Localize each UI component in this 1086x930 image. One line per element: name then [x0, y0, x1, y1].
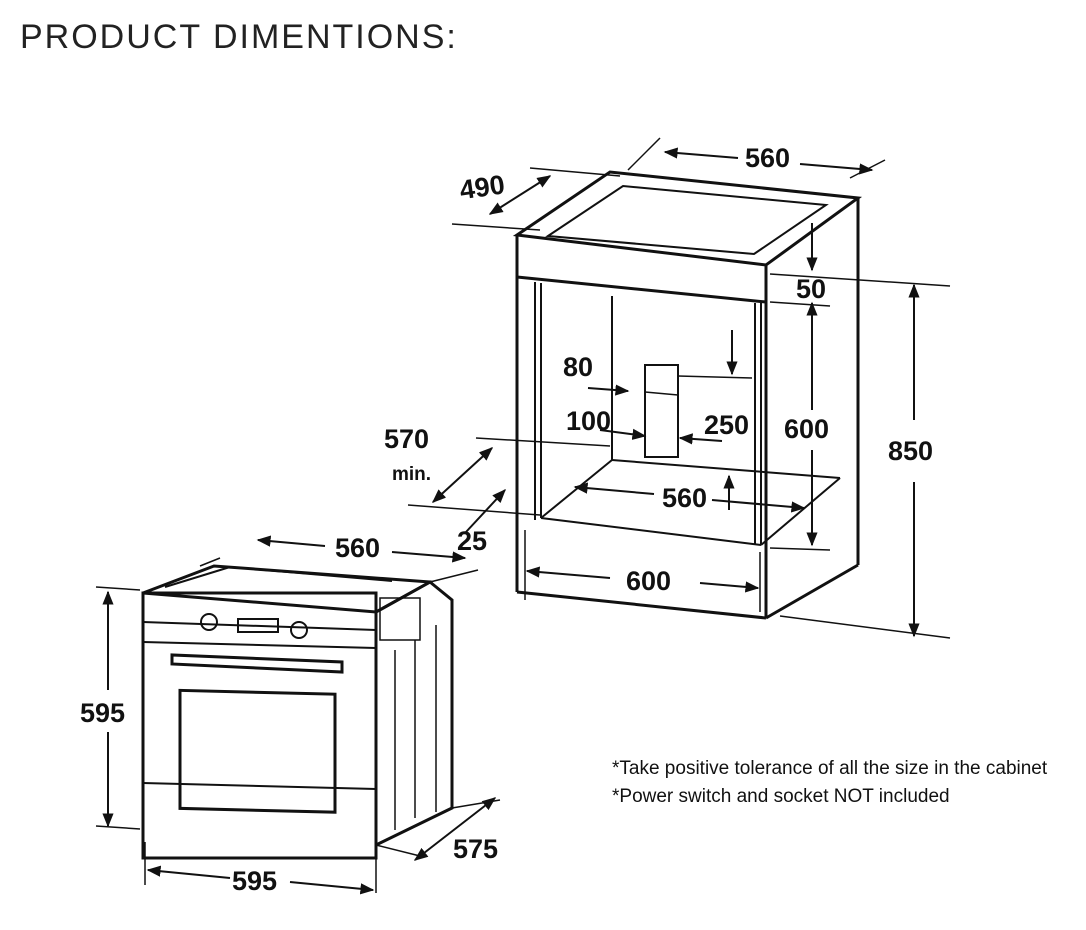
cabinet-inner-height-label: 600 [784, 414, 829, 444]
oven-height-label: 595 [80, 698, 125, 728]
note-tolerance: *Take positive tolerance of all the size… [612, 758, 1048, 779]
cabinet-front-gap-label: 25 [457, 526, 487, 556]
cabinet-top-gap-label: 50 [796, 274, 826, 304]
socket-height-label: 250 [704, 410, 749, 440]
cabinet-drawing [407, 137, 951, 639]
cabinet-total-height-label: 850 [888, 436, 933, 466]
cabinet-min-label: min. [392, 464, 431, 485]
cabinet-inner-width-label: 560 [662, 483, 707, 513]
oven-depth-label: 575 [453, 834, 498, 864]
socket-width-label: 100 [566, 406, 611, 436]
cabinet-top-depth-label: 490 [458, 169, 507, 205]
note-power-switch: *Power switch and socket NOT included [612, 786, 950, 807]
page-title: PRODUCT DIMENTIONS: [20, 18, 458, 56]
cabinet-min-depth-label: 570 [384, 424, 429, 454]
oven-top-width-label: 560 [335, 533, 380, 563]
notes: *Take positive tolerance of all the size… [612, 755, 1052, 811]
socket-offset-label: 80 [563, 352, 593, 382]
oven-width-label: 595 [232, 866, 277, 896]
cabinet-top-width-label: 560 [745, 143, 790, 173]
cabinet-outer-width-label: 600 [626, 566, 671, 596]
oven-drawing [95, 535, 501, 895]
